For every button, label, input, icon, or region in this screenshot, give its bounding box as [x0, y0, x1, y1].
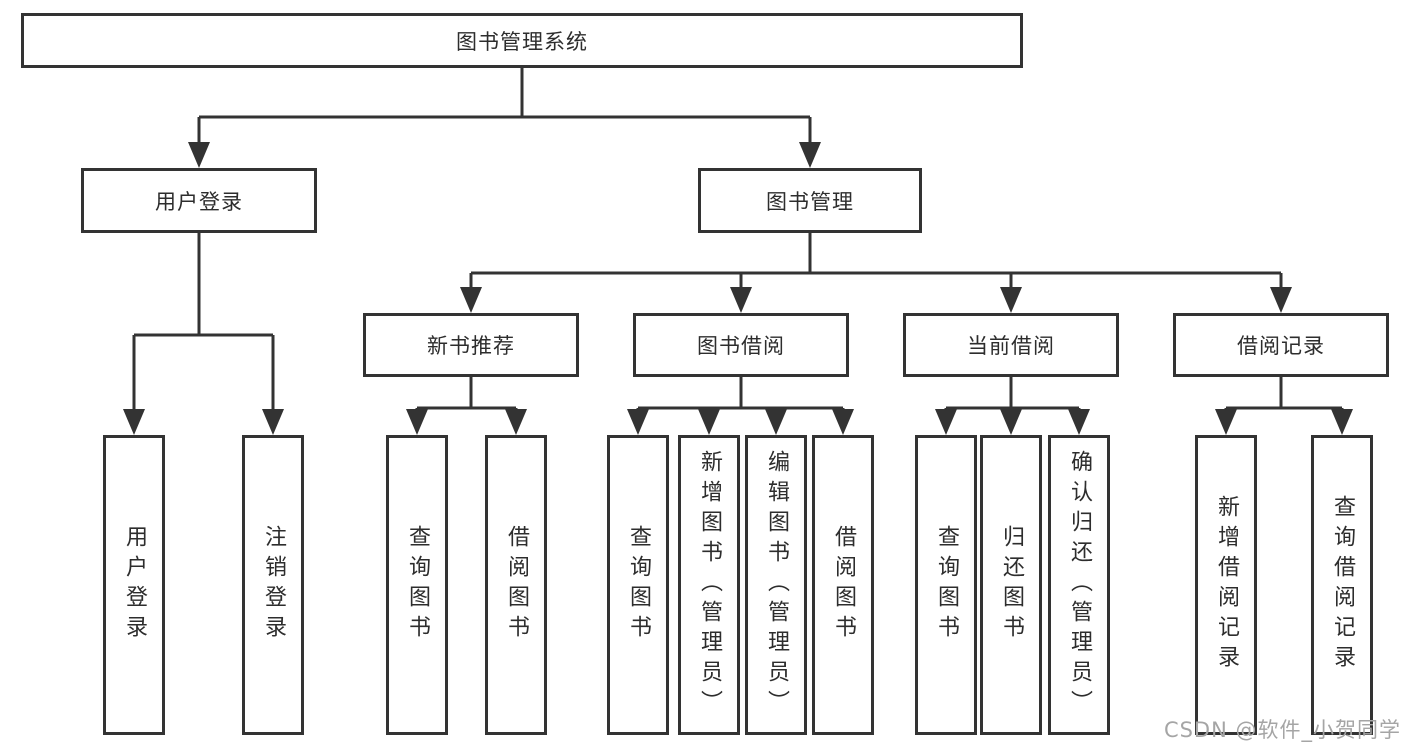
leaf-borrowing-borrow-books: 借阅图书: [812, 435, 874, 735]
leaf-recommend-borrow-books: 借阅图书: [485, 435, 547, 735]
node-label: 归还图书: [999, 525, 1024, 645]
node-label: 查询图书: [626, 525, 651, 645]
node-label: 图书管理系统: [456, 29, 588, 54]
leaf-user-login: 用户登录: [103, 435, 165, 735]
leaf-logout: 注销登录: [242, 435, 304, 735]
node-label: 借阅记录: [1237, 334, 1325, 358]
node-label: 查询借阅记录: [1330, 495, 1355, 675]
node-label: 注销登录: [261, 525, 286, 645]
node-label: 编辑图书（管理员）: [764, 450, 789, 720]
node-library-system: 图书管理系统: [21, 13, 1023, 68]
node-label: 新增借阅记录: [1214, 495, 1239, 675]
node-label: 借阅图书: [504, 525, 529, 645]
node-label: 图书借阅: [697, 334, 785, 358]
node-label: 图书管理: [766, 189, 854, 214]
leaf-borrowing-query-books: 查询图书: [607, 435, 669, 735]
node-label: 确认归还（管理员）: [1067, 450, 1092, 720]
node-label: 用户登录: [155, 189, 243, 214]
node-label: 新书推荐: [427, 334, 515, 358]
node-label: 新增图书（管理员）: [697, 450, 722, 720]
node-user-login: 用户登录: [81, 168, 317, 233]
node-current-borrowing: 当前借阅: [903, 313, 1119, 377]
leaf-borrowing-edit-books-admin: 编辑图书（管理员）: [745, 435, 807, 735]
leaf-current-return-books: 归还图书: [980, 435, 1042, 735]
node-label: 当前借阅: [967, 334, 1055, 358]
node-borrowing-records: 借阅记录: [1173, 313, 1389, 377]
node-label: 借阅图书: [831, 525, 856, 645]
leaf-borrowing-add-books-admin: 新增图书（管理员）: [678, 435, 740, 735]
leaf-current-query-books: 查询图书: [915, 435, 977, 735]
node-label: 查询图书: [405, 525, 430, 645]
node-label: 查询图书: [934, 525, 959, 645]
node-book-borrowing: 图书借阅: [633, 313, 849, 377]
leaf-current-confirm-return-admin: 确认归还（管理员）: [1048, 435, 1110, 735]
node-book-management: 图书管理: [698, 168, 922, 233]
csdn-watermark: CSDN @软件_小贺同学: [1163, 718, 1401, 742]
leaf-records-query-record: 查询借阅记录: [1311, 435, 1373, 735]
node-new-book-recommend: 新书推荐: [363, 313, 579, 377]
leaf-records-add-record: 新增借阅记录: [1195, 435, 1257, 735]
leaf-recommend-query-books: 查询图书: [386, 435, 448, 735]
node-label: 用户登录: [122, 525, 147, 645]
